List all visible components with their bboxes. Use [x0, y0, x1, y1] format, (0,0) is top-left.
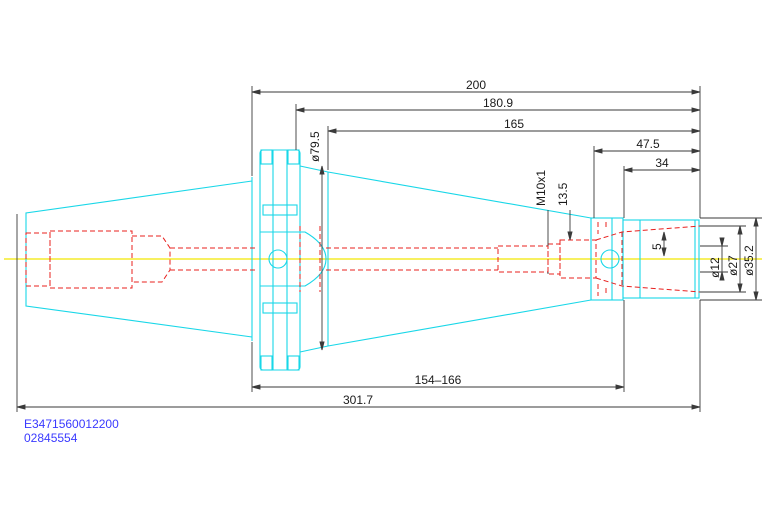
- dim-200: 200: [466, 78, 486, 92]
- dim-34: 34: [655, 156, 669, 170]
- dim-thread-m10x1: M10x1: [534, 170, 548, 206]
- dim-47-5: 47.5: [636, 137, 660, 151]
- hidden-lines: [25, 222, 701, 296]
- dim-301-7: 301.7: [343, 393, 373, 407]
- dim-dia-12: ø12: [708, 257, 722, 278]
- dim-dia-79-5: ø79.5: [308, 131, 322, 162]
- part-code: E3471560012200: [24, 417, 119, 431]
- dim-13-5: 13.5: [556, 182, 570, 206]
- dimension-lines: [16, 86, 762, 412]
- order-code: 02845554: [24, 431, 78, 445]
- dim-dia-27: ø27: [726, 255, 740, 276]
- dim-165: 165: [504, 117, 524, 131]
- dim-154-166: 154–166: [415, 373, 462, 387]
- dim-dia-35-2: ø35.2: [742, 245, 756, 276]
- holder-outline: [25, 149, 700, 371]
- dim-180-9: 180.9: [483, 96, 513, 110]
- dim-5: 5: [650, 243, 664, 250]
